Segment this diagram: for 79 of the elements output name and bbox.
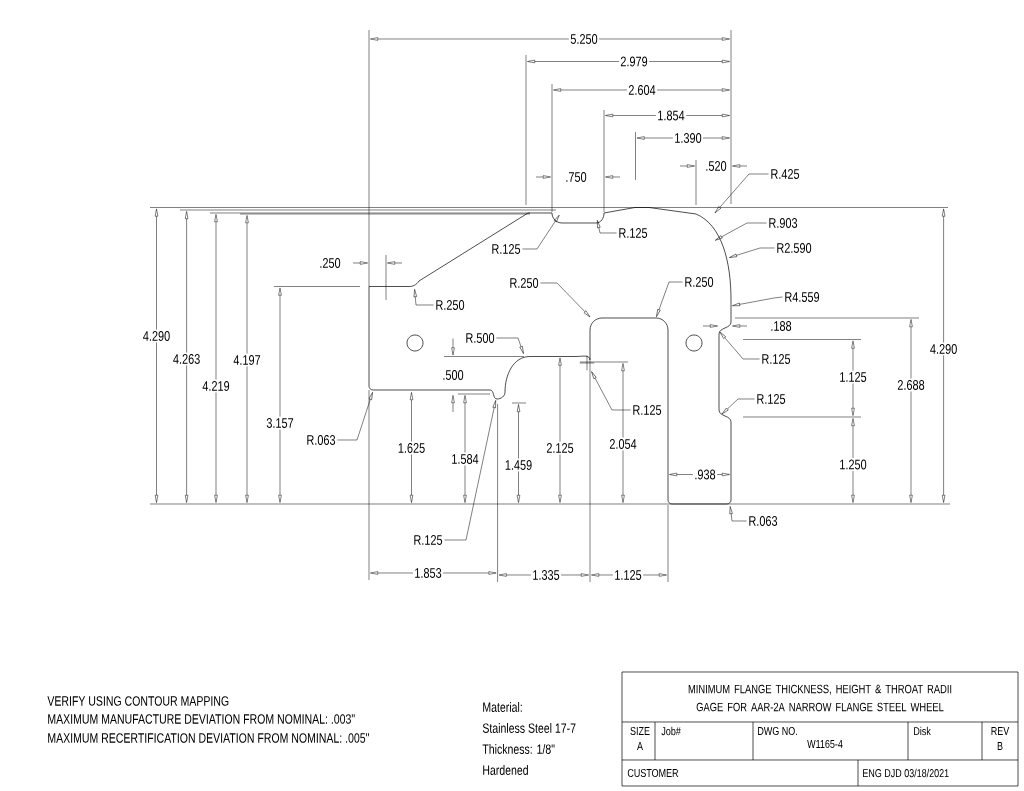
- leader-line: [597, 220, 617, 234]
- dimension-value: .188: [768, 319, 794, 333]
- field-label: REV: [991, 727, 1010, 735]
- leader-line: [729, 506, 747, 522]
- dimension-value: 1.459: [503, 458, 534, 472]
- field-value: ENG DJD 03/18/2021: [863, 768, 949, 778]
- dimension-value: 2.054: [607, 437, 639, 451]
- radius-callout: R.125: [754, 392, 788, 406]
- leader-line: [714, 173, 769, 214]
- dimension-value: 4.263: [171, 352, 202, 366]
- dimension-value: .750: [563, 170, 589, 184]
- radius-callout: R2.590: [774, 241, 814, 255]
- radius-callout: R.500: [463, 331, 497, 345]
- note-text: MAXIMUM RECERTIFICATION DEVIATION FROM NOMINAL: .005": [48, 733, 369, 743]
- field-label: CUSTOMER: [627, 768, 679, 778]
- dimension-value: .250: [317, 256, 343, 270]
- dimension-value: 1.584: [449, 452, 481, 466]
- dimension-value: .938: [692, 468, 718, 481]
- field-label: Job#: [661, 726, 681, 736]
- material-text: Material:: [483, 702, 522, 712]
- dimension-value: 1.625: [396, 441, 427, 455]
- leader-line: [729, 247, 775, 258]
- dimension-value: 4.197: [231, 353, 263, 367]
- leader-line: [656, 281, 683, 317]
- radius-callout: R.063: [304, 433, 338, 447]
- center-mark: [579, 355, 595, 371]
- leader-line: [721, 398, 755, 415]
- radius-callout: R.125: [616, 226, 650, 240]
- leader-line: [522, 214, 560, 250]
- leader-line: [715, 222, 767, 241]
- leader-line: [337, 392, 373, 441]
- dimension-value: 2.125: [544, 441, 576, 455]
- radius-callout: R.063: [746, 514, 780, 528]
- dimension-value: .500: [440, 368, 466, 382]
- radius-callout: R.250: [507, 276, 541, 290]
- field-label: DWG NO.: [758, 726, 797, 736]
- dimension-value: 1.250: [837, 458, 869, 471]
- material-text: Thickness: 1/8": [482, 744, 555, 754]
- leader-line: [591, 371, 631, 411]
- radius-callout: R.125: [630, 403, 664, 417]
- note-text: MAXIMUM MANUFACTURE DEVIATION FROM NOMINAL: .003": [48, 714, 355, 724]
- dimension-value: 1.335: [530, 568, 562, 582]
- dimension-value: 5.250: [568, 32, 600, 46]
- radius-callout: R.125: [759, 352, 793, 366]
- radius-callout: R.903: [766, 216, 800, 230]
- field-label: Disk: [914, 726, 931, 736]
- dimension-value: 2.688: [895, 378, 927, 392]
- radius-callout: R.125: [411, 533, 445, 547]
- dimension-value: 1.853: [412, 566, 444, 580]
- dimension-value: 1.390: [672, 131, 704, 145]
- radius-callout: R.250: [433, 298, 467, 312]
- radius-callout: R4.559: [782, 290, 822, 304]
- radius-callout: R.425: [768, 167, 802, 181]
- leader-line: [719, 331, 760, 360]
- dimension-value: 3.157: [264, 416, 296, 430]
- dimension-value: 4.290: [928, 342, 959, 356]
- leader-line: [540, 282, 591, 318]
- material-text: Stainless Steel 17-7: [482, 723, 576, 733]
- dimension-value: 1.854: [655, 109, 687, 122]
- field-label: SIZE: [630, 726, 650, 736]
- leader-line: [444, 400, 496, 541]
- radius-callout: R.250: [682, 275, 716, 289]
- field-value: A: [637, 742, 643, 750]
- drawing-title: MINIMUM FLANGE THICKNESS, HEIGHT & THROAT RADII GAGE FOR AAR-2A NARROW FLANGE STEEL WHEEL: [688, 684, 952, 712]
- material-text: Hardened: [483, 765, 528, 775]
- dimension-value: 4.219: [200, 379, 232, 393]
- dimension-value: 4.290: [141, 329, 172, 343]
- dimension-value: 1.125: [837, 370, 869, 384]
- leader-line: [413, 289, 434, 306]
- note-text: VERIFY USING CONTOUR MAPPING: [47, 696, 229, 706]
- leader-line: [496, 337, 524, 354]
- leader-line: [732, 296, 783, 306]
- field-value: W1165-4: [807, 739, 843, 749]
- dimension-value: 2.979: [618, 55, 650, 68]
- dimension-value: 2.604: [626, 83, 658, 97]
- field-value: B: [997, 742, 1003, 750]
- dimension-value: 1.125: [612, 568, 644, 582]
- dimension-value: .520: [703, 159, 729, 173]
- radius-callout: R.125: [489, 242, 523, 256]
